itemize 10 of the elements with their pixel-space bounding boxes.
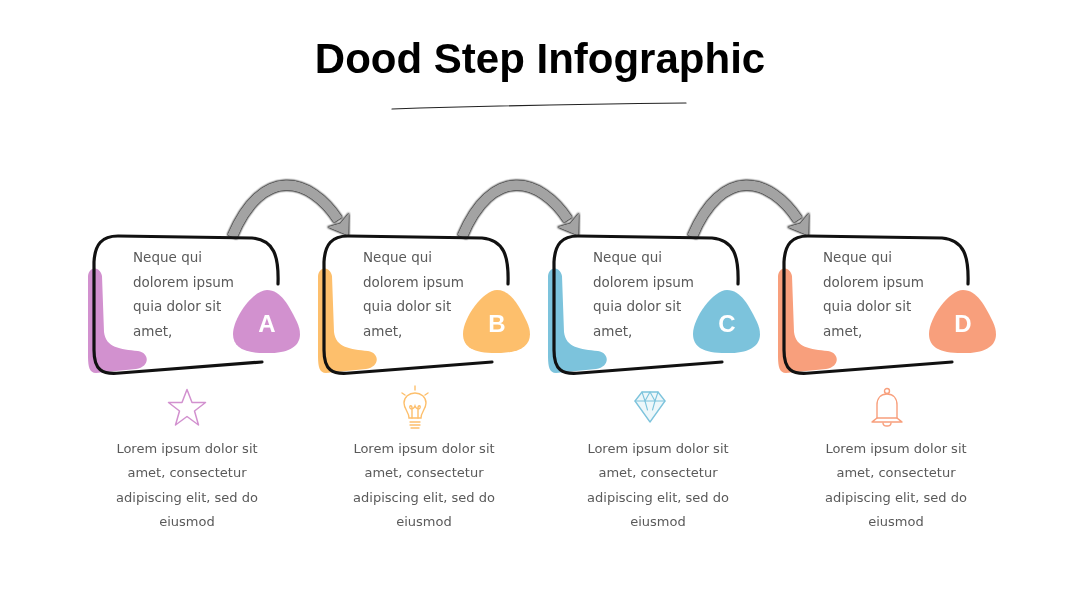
letter-badge: A <box>231 288 303 354</box>
letter-badge: C <box>691 288 763 354</box>
card-text: Neque qui dolorem ipsum quia dolor sit amet, <box>823 248 925 341</box>
step-description: Lorem ipsum dolor sit amet, consectetur adipiscing elit, sed do eiusmod <box>352 440 496 531</box>
letter-badge: B <box>461 288 533 354</box>
title: Dood Step Infographic <box>314 34 766 84</box>
letter-badge: D <box>927 288 999 354</box>
step-description: Lorem ipsum dolor sit amet, consectetur adipiscing elit, sed do eiusmod <box>824 440 968 531</box>
step-description: Lorem ipsum dolor sit amet, consectetur adipiscing elit, sed do eiusmod <box>115 440 259 531</box>
step-description: Lorem ipsum dolor sit amet, consectetur adipiscing elit, sed do eiusmod <box>586 440 730 531</box>
